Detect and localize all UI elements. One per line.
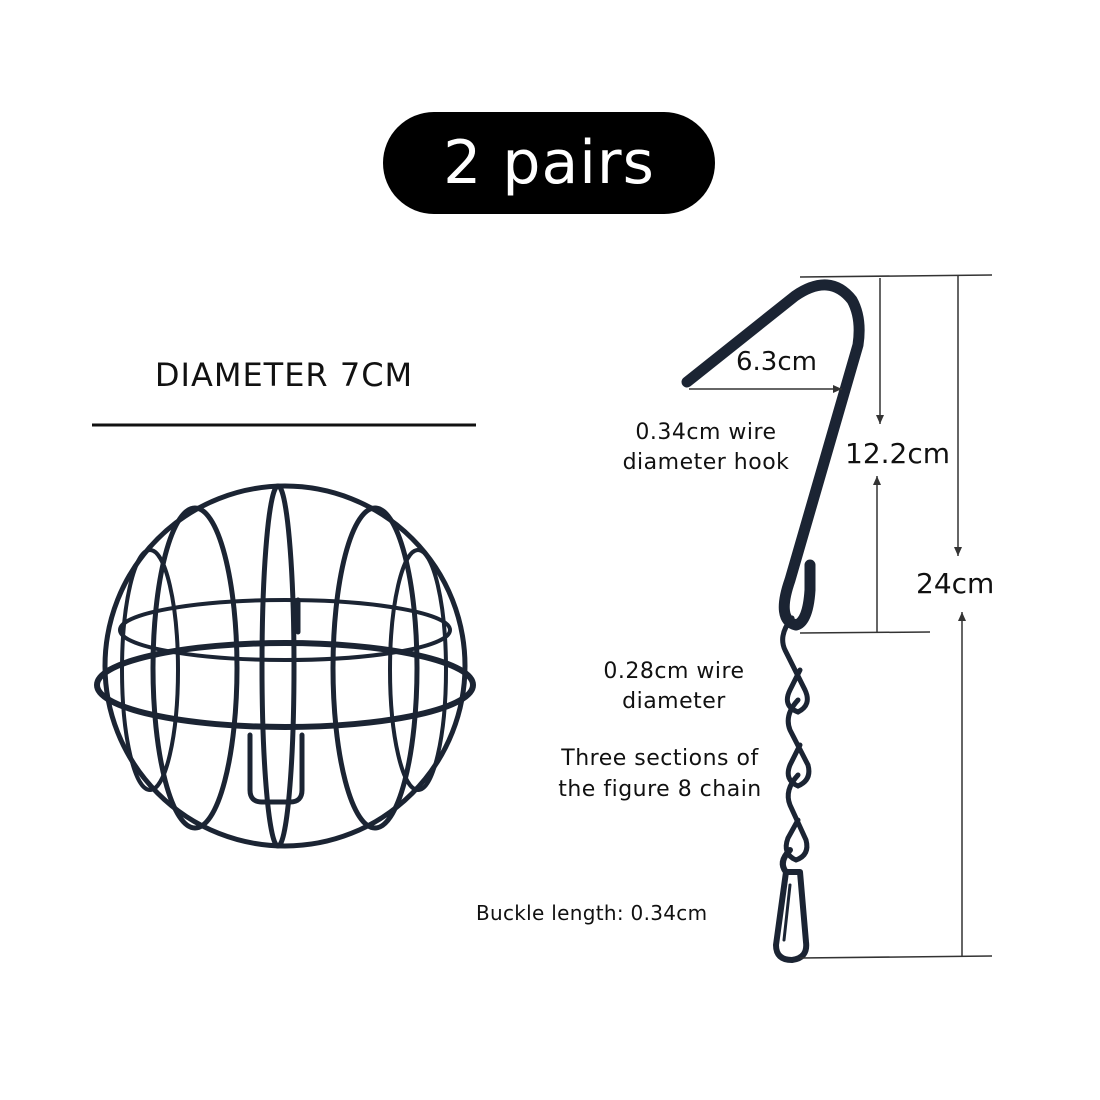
ball-meridian-left-inner — [150, 505, 240, 831]
ball-meridian-right-inner — [330, 505, 420, 831]
s-hook — [681, 279, 865, 631]
ball-outer-ring — [102, 483, 468, 849]
hook-wire-label-line2: diameter hook — [622, 450, 790, 475]
chain-sections-label: Three sections of the figure 8 chain — [540, 743, 780, 805]
buckle-length-label: Buckle length: 0.34cm — [476, 901, 708, 925]
hook-wire-label: 0.34cm wire diameter hook — [606, 418, 806, 478]
ball-meridian-right-outer — [388, 548, 448, 792]
clip-ring — [779, 847, 793, 875]
figure-8-chain — [780, 615, 812, 863]
clip-gate — [782, 883, 792, 942]
dim-mid-reference — [799, 631, 931, 634]
dim-top-reference — [799, 274, 993, 278]
ball-meridian-center — [259, 483, 297, 849]
chain-wire-label-line1: 0.28cm wire — [603, 659, 745, 684]
snap-clip — [773, 847, 810, 963]
chain-sections-label-line1: Three sections of — [561, 746, 759, 771]
hook-width-label: 6.3cm — [736, 347, 817, 377]
clip-body — [773, 869, 810, 963]
chain-wire-label-line2: diameter — [622, 689, 726, 714]
hook-height-label: 12.2cm — [845, 437, 951, 470]
dim-bottom-reference — [799, 955, 993, 959]
chain-link-2 — [785, 697, 812, 789]
ball-diameter-label: DIAMETER 7CM — [154, 356, 414, 394]
ball-latch — [247, 732, 305, 805]
ball-meridian-left-outer — [120, 548, 180, 792]
total-height-label: 24cm — [916, 567, 995, 600]
hook-body — [681, 279, 865, 631]
title-badge: 2 pairs — [383, 112, 715, 214]
chain-link-1 — [780, 615, 810, 715]
chain-sections-label-line2: the figure 8 chain — [558, 777, 762, 802]
chain-wire-label: 0.28cm wire diameter — [584, 657, 764, 717]
title-text: 2 pairs — [443, 128, 655, 198]
wire-ball — [94, 483, 476, 849]
ball-upper-latitude — [118, 598, 452, 662]
hook-wire-label-line1: 0.34cm wire — [635, 420, 777, 445]
dimension-lines — [689, 274, 993, 959]
ball-equator-ring — [94, 640, 476, 730]
